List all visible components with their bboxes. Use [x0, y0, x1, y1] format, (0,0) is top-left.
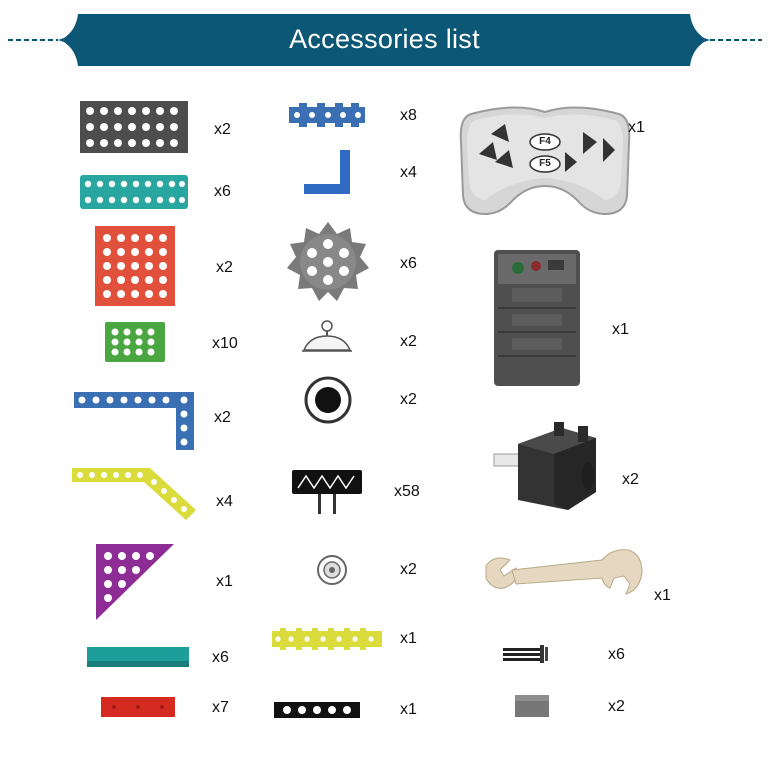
green-plate-icon [103, 320, 167, 364]
blue-l-beam-icon [72, 390, 198, 452]
gray-gear-icon [285, 220, 371, 304]
item-quantity: x7 [212, 699, 229, 716]
item-quantity: x1 [400, 630, 417, 647]
black-hole-beam-icon [273, 700, 361, 720]
item-quantity: x2 [216, 259, 233, 276]
black-wheel-icon [303, 376, 353, 424]
teal-flat-tile-icon [86, 646, 190, 668]
item-quantity: x2 [214, 121, 231, 138]
remote-controller-icon: F4 F5 [455, 102, 635, 218]
item-quantity: x8 [400, 107, 417, 124]
item-quantity: x4 [400, 164, 417, 181]
dark-gray-plate-icon [78, 97, 190, 157]
header-banner [8, 14, 762, 66]
item-quantity: x1 [216, 573, 233, 590]
item-quantity: x1 [654, 587, 671, 604]
remote-button-f5: F5 [539, 158, 551, 169]
purple-triangle-plate-icon [90, 540, 176, 622]
teal-plate-icon [78, 172, 190, 212]
item-quantity: x2 [608, 698, 625, 715]
item-quantity: x6 [400, 255, 417, 272]
item-quantity: x4 [216, 493, 233, 510]
item-quantity: x58 [394, 483, 420, 500]
blue-short-beam-icon [287, 101, 367, 129]
small-bushing-icon [316, 554, 348, 586]
connector-pin-block-icon [290, 468, 364, 516]
item-quantity: x2 [214, 409, 231, 426]
item-quantity: x1 [612, 321, 629, 338]
motor-icon [492, 420, 604, 514]
item-quantity: x6 [212, 649, 229, 666]
axle-icon [502, 644, 550, 664]
page-title: Accessories list [289, 24, 480, 54]
item-quantity: x2 [400, 333, 417, 350]
item-quantity: x2 [400, 391, 417, 408]
red-flat-tile-icon [100, 696, 176, 718]
blue-corner-bracket-icon [300, 148, 354, 196]
item-quantity: x6 [214, 183, 231, 200]
item-quantity: x6 [608, 646, 625, 663]
red-plate-icon [93, 224, 177, 308]
remote-button-f4: F4 [539, 136, 551, 147]
battery-box-icon [492, 248, 582, 388]
suction-cup-icon [300, 318, 354, 354]
wrench-icon [482, 544, 644, 600]
item-quantity: x1 [400, 701, 417, 718]
item-quantity: x2 [400, 561, 417, 578]
item-quantity: x2 [622, 471, 639, 488]
yellow-bent-beam-icon [70, 462, 200, 522]
yellow-long-beam-icon [270, 627, 384, 651]
item-quantity: x1 [628, 119, 645, 136]
item-quantity: x10 [212, 335, 238, 352]
gray-block-icon [514, 694, 550, 718]
